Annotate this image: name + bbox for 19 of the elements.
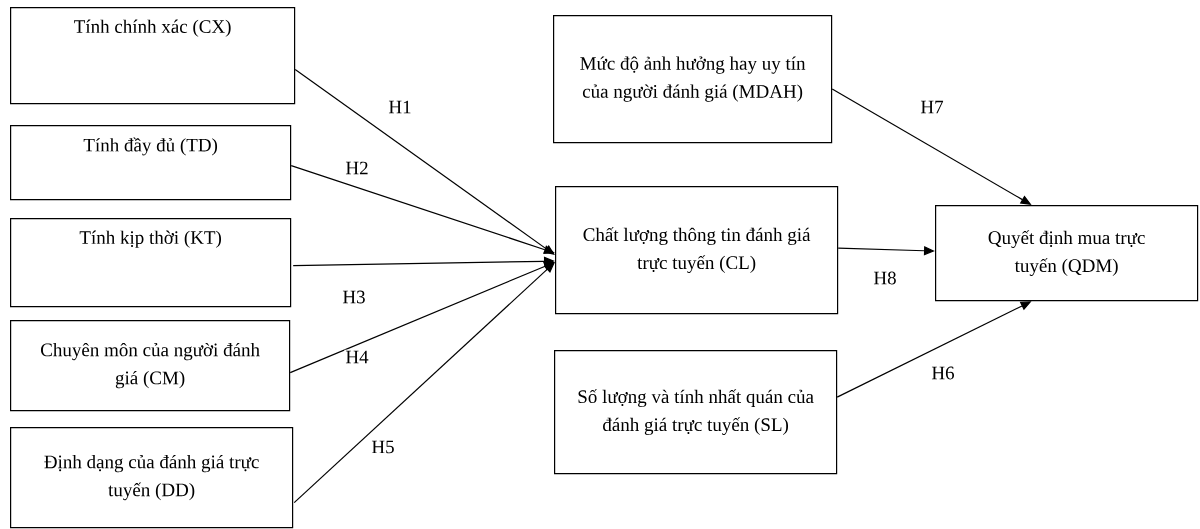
edge-label: H4 [344,349,370,365]
factor-box: Tính chính xác (CX) [10,7,296,105]
edge-label: H6 [930,365,956,381]
arrow [289,262,555,374]
edge-label: H1 [387,99,413,115]
edge-label: H2 [344,160,370,176]
factor-box: Số lượng và tính nhất quán của đánh giá trực tuyến (SL) [554,350,838,475]
factor-box: Chuyên môn của người đánh giá (CM) [10,320,291,412]
factor-box: Tính đầy đủ (TD) [10,125,292,201]
factor-box: Quyết định mua trực tuyến (QDM) [935,205,1199,302]
factor-box: Tính kịp thời (KT) [10,218,292,308]
edge-label: H3 [341,289,367,305]
edge-label: H7 [919,99,945,115]
arrow [293,262,555,504]
factor-box: Định dạng của đánh giá trực tuyến (DD) [10,427,294,529]
edge-label: H5 [370,439,396,455]
factor-box: Mức độ ảnh hưởng hay uy tín của người đánh giá (MDAH) [553,15,833,144]
edge-label: H8 [872,270,898,286]
factor-box: Chất lượng thông tin đánh giá trực tuyến (CL) [555,186,839,315]
